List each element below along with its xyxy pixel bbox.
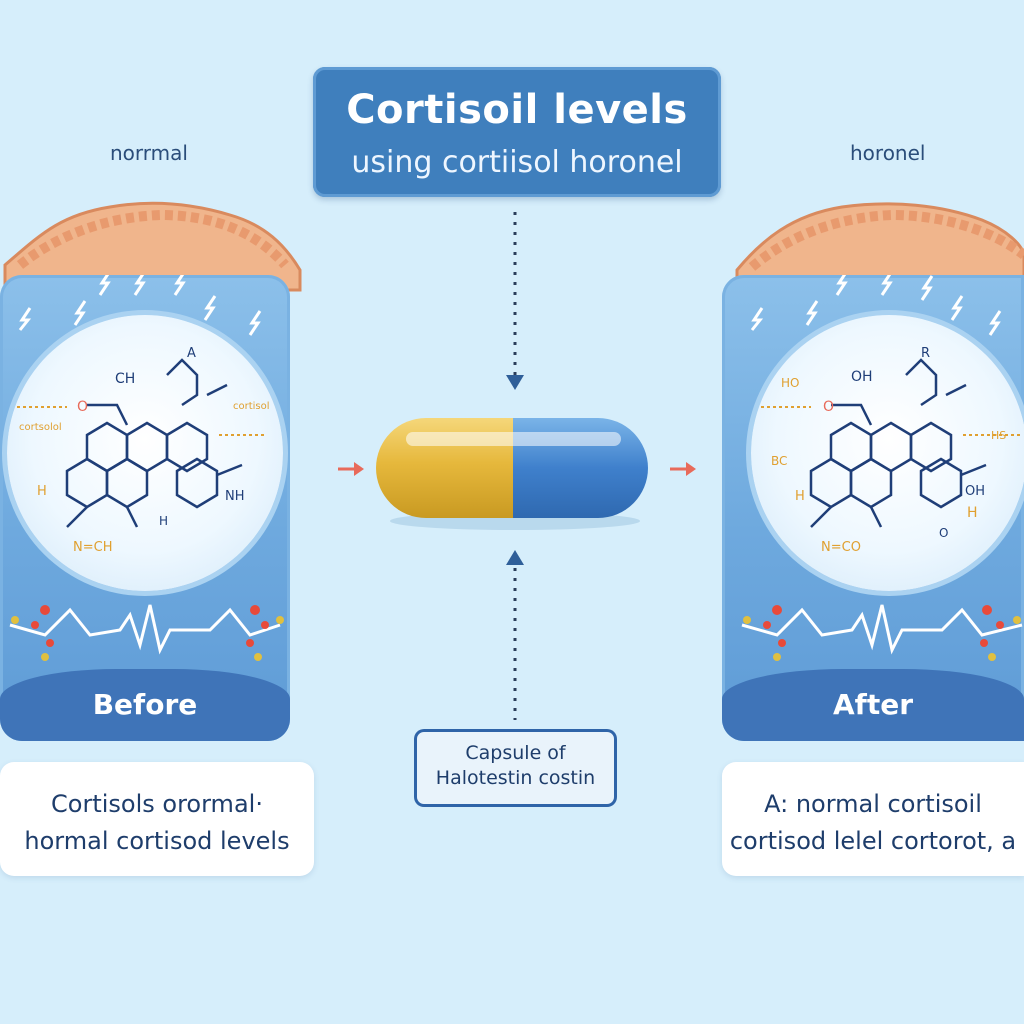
molecule-label: cortsolol — [19, 422, 62, 433]
capsule-label-box: Capsule of Halotestin costin — [414, 729, 617, 807]
after-molecule-icon: OH R O HO BC H OH H N=CO O HS — [761, 346, 1021, 555]
molecule-label: cortisol — [233, 401, 270, 412]
molecule-label: OH — [965, 484, 985, 499]
pulse-line-icon — [741, 604, 1023, 661]
molecule-label: O — [823, 399, 834, 415]
right-red-arrow-icon — [670, 462, 696, 476]
left-red-arrow-icon — [338, 462, 364, 476]
capsule-label-line1: Capsule of — [465, 742, 566, 764]
molecule-label: CH — [115, 371, 135, 387]
connector-arrows — [506, 212, 524, 720]
molecule-label: A — [187, 346, 196, 361]
tissue-band-icon — [735, 202, 1024, 292]
before-molecule-icon: CH A O cortisol cortsolol H NH H N=CH — [17, 346, 270, 555]
molecule-label: H — [795, 489, 805, 504]
capsule-icon — [376, 418, 648, 518]
molecule-label: O — [939, 526, 948, 540]
molecule-label: H — [967, 505, 978, 521]
before-caption-line2: hormal cortisod levels — [24, 827, 290, 856]
diagram-subtitle: using cortiisol horonel — [351, 145, 683, 180]
before-panel-group: CH A O cortisol cortsolol H NH H N=CH Be… — [0, 195, 320, 755]
diagram-title: Cortisoil levels — [346, 87, 688, 133]
after-caption-line2: cortisod lelel cortorot, a — [729, 827, 1017, 856]
after-panel: OH R O HO BC H OH H N=CO O HS After — [722, 275, 1024, 741]
molecule-label: O — [77, 399, 88, 415]
title-box: Cortisoil levels using cortiisol horonel — [313, 67, 721, 197]
molecule-label: H — [37, 484, 47, 499]
tissue-band-icon — [3, 201, 302, 292]
molecule-label: N=CH — [73, 540, 112, 555]
after-caption-line1: A: normal cortisoil — [764, 790, 982, 818]
molecule-label: BC — [771, 454, 787, 468]
before-label: Before — [92, 688, 198, 721]
before-molecule-circle: CH A O cortisol cortsolol H NH H N=CH — [7, 315, 283, 591]
after-molecule-circle: OH R O HO BC H OH H N=CO O HS — [751, 315, 1024, 591]
after-label: After — [832, 688, 914, 721]
before-panel: CH A O cortisol cortsolol H NH H N=CH Be… — [0, 275, 290, 741]
before-caption-line1: Cortisols orormal· — [51, 790, 263, 818]
molecule-label: NH — [225, 489, 245, 504]
right-top-label: horonel — [850, 141, 926, 165]
panel-footer — [0, 669, 290, 741]
lightning-icons — [750, 275, 1002, 336]
capsule-shine — [406, 432, 621, 446]
molecule-label: HO — [781, 376, 799, 390]
pulse-line-icon — [9, 604, 284, 661]
capsule-label-line2: Halotestin costin — [435, 766, 596, 789]
panel-footer — [722, 669, 1024, 741]
down-arrow-icon — [506, 375, 524, 390]
before-caption: Cortisols orormal· hormal cortisod level… — [0, 762, 314, 876]
molecule-label: OH — [851, 369, 873, 385]
after-caption: A: normal cortisoil cortisod lelel corto… — [722, 762, 1024, 876]
molecule-label: R — [921, 346, 930, 361]
molecule-label: H — [159, 514, 168, 528]
up-arrow-icon — [506, 550, 524, 565]
molecule-label: N=CO — [821, 540, 861, 555]
lightning-icons — [18, 275, 262, 336]
molecule-label: HS — [991, 429, 1006, 442]
after-panel-group: OH R O HO BC H OH H N=CO O HS After — [722, 195, 1024, 755]
left-top-label: norrmal — [110, 141, 188, 165]
